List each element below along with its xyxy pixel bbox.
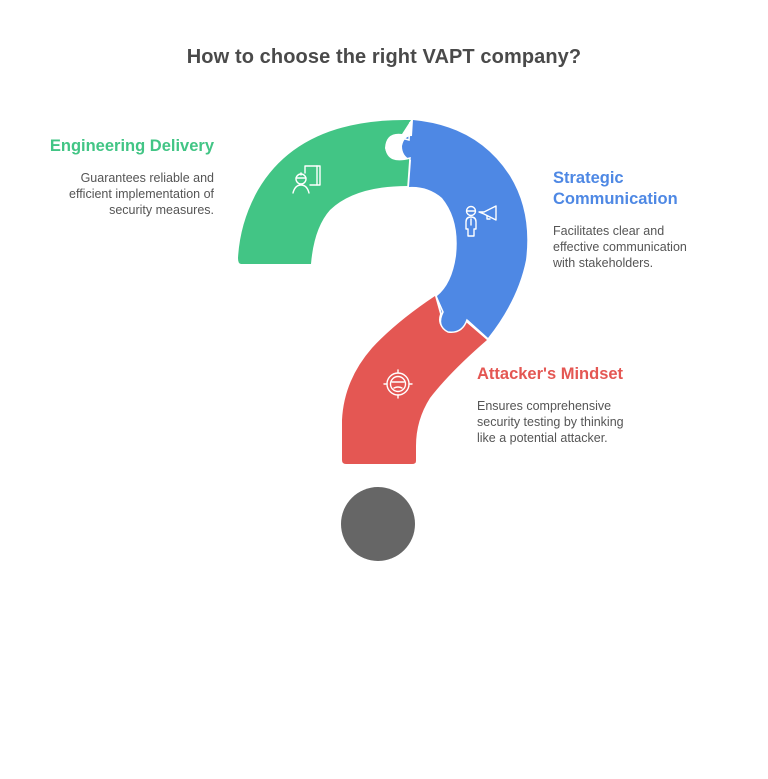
description-line: with stakeholders. [553,256,654,270]
heading-line: Communication [553,190,678,208]
description-line: Guarantees reliable and [80,171,214,185]
question-mark-dot [341,487,415,561]
engineer-blueprint-icon [292,165,321,194]
description-line: effective communication [553,240,687,254]
description-line: Ensures comprehensive [477,399,612,413]
description-line: like a potential attacker. [477,431,608,445]
attackers-mindset-description: Ensures comprehensive security testing b… [477,398,667,446]
description-line: Facilitates clear and [553,224,665,238]
segment-engineering-delivery [238,119,411,264]
page-title: How to choose the right VAPT company? [186,46,582,68]
hacker-crosshair-icon [383,369,413,399]
strategic-communication-block: Strategic Communication Facilitates clea… [553,168,723,271]
description-line: efficient implementation of [69,187,214,201]
engineering-delivery-heading: Engineering Delivery [49,137,214,155]
strategic-communication-heading: Strategic Communication [553,168,723,210]
heading-line: Strategic [553,169,624,187]
attackers-mindset-block: Attacker's Mindset Ensures comprehensive… [477,364,667,446]
strategic-communication-description: Facilitates clear and effective communic… [553,223,723,271]
attackers-mindset-heading: Attacker's Mindset [477,365,624,383]
engineering-delivery-description: Guarantees reliable and efficient implem… [30,170,214,218]
engineering-delivery-block: Engineering Delivery Guarantees reliable… [30,136,214,218]
description-line: security testing by thinking [477,415,624,429]
segment-strategic-communication [402,120,528,338]
person-megaphone-icon [465,205,497,237]
description-line: security measures. [109,203,214,217]
segment-attackers-mindset [342,296,487,464]
